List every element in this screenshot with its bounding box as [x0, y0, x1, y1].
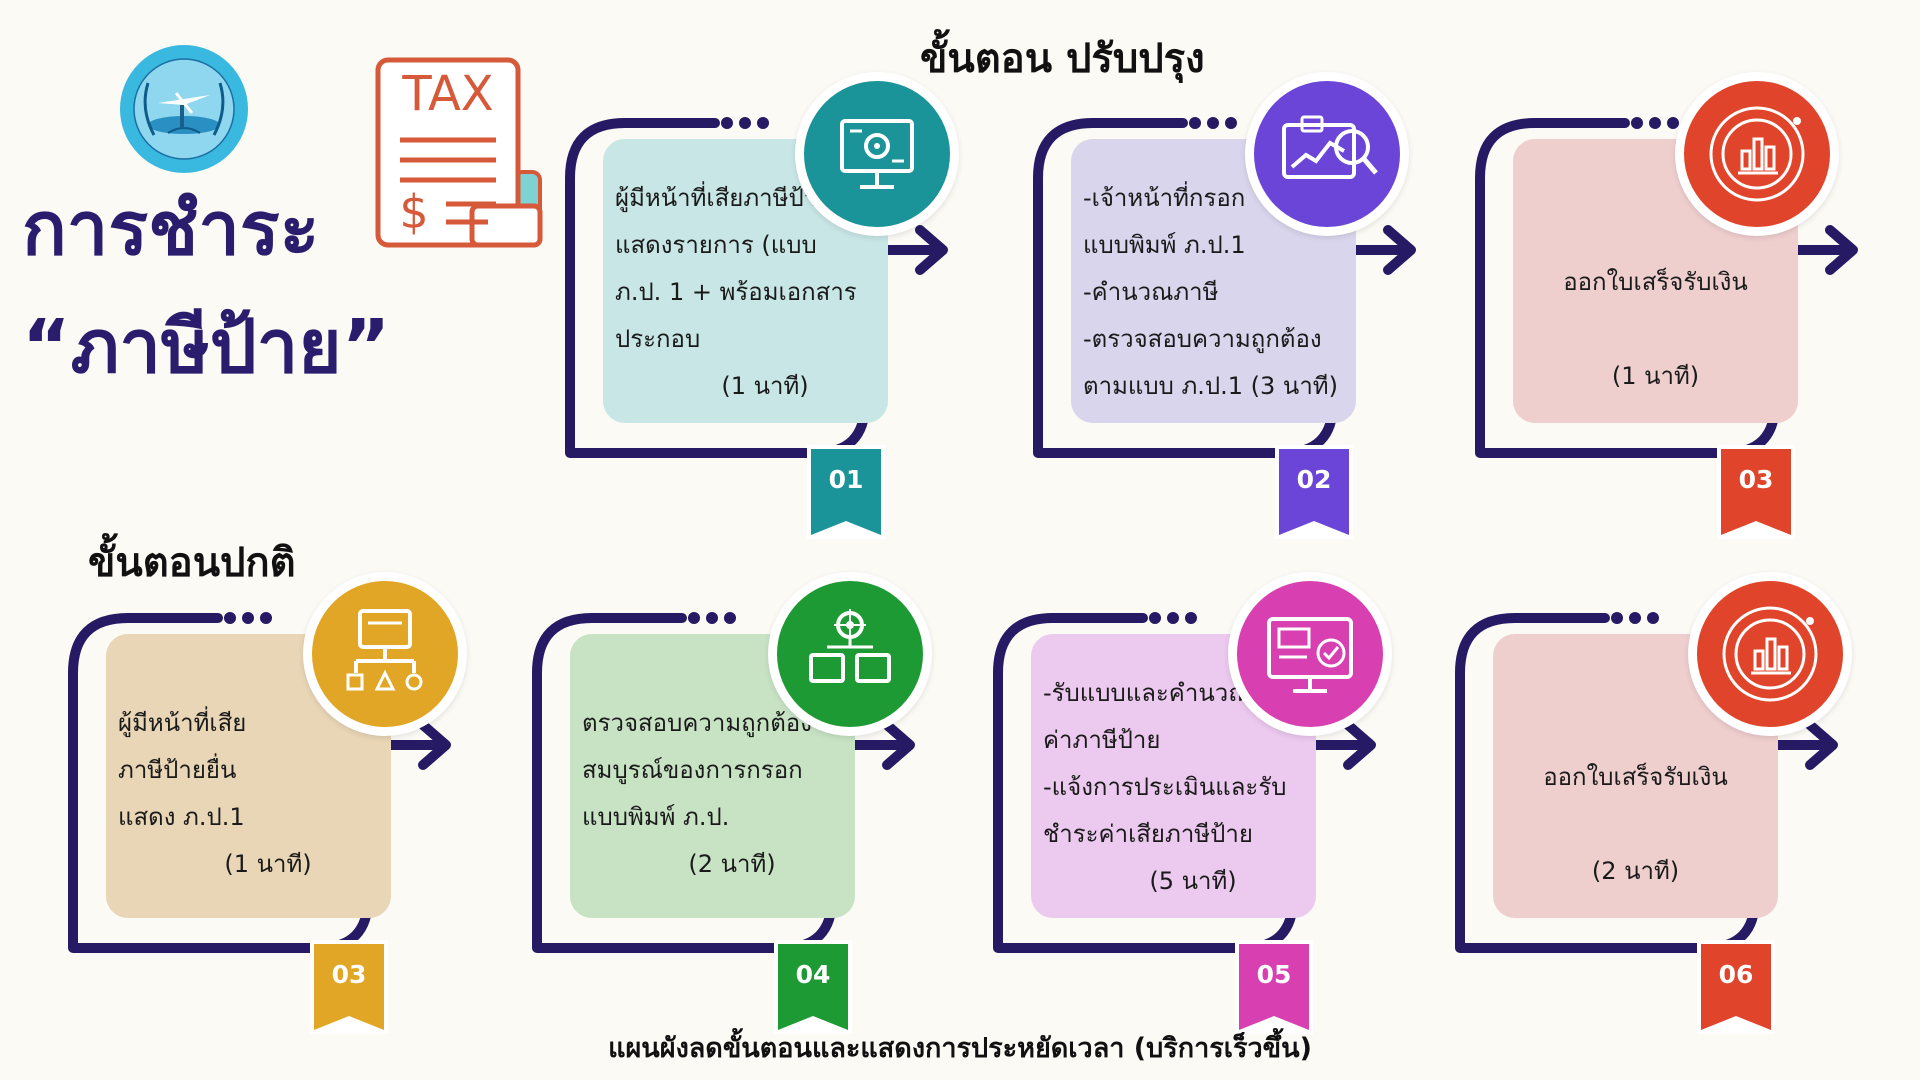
step-text-line: ออกใบเสร็จรับเงิน	[1563, 268, 1748, 296]
step-card-normal-04: ตรวจสอบความถูกต้องสมบูรณ์ของการกรอกแบบพิ…	[532, 590, 952, 1034]
step-text-line: -แจ้งการประเมินและรับ	[1043, 773, 1287, 801]
step-description: ผู้มีหน้าที่เสียภาษีป้ายยื่นแสดง ภ.ป.1 (1…	[118, 700, 418, 888]
step-number: 05	[1256, 960, 1292, 989]
step-description: -เจ้าหน้าที่กรอกแบบพิมพ์ ภ.ป.1 -คำนวณภาษี…	[1083, 175, 1383, 410]
analytics-icon	[1254, 81, 1400, 227]
step-number-badge: 02	[1275, 445, 1353, 539]
step-text-line: สมบูรณ์ของการกรอก	[582, 756, 803, 784]
step-number-badge: 03	[1717, 445, 1795, 539]
dollar-symbol: $	[399, 185, 428, 239]
step-text-line: -เจ้าหน้าที่กรอก	[1083, 184, 1246, 212]
step-icon-circle	[1228, 572, 1392, 736]
main-title-line1: การชำระ	[22, 186, 320, 272]
normal-process-heading: ขั้นตอนปกติ	[88, 540, 296, 586]
step-text-line: (1 นาที)	[224, 850, 312, 878]
step-number: 06	[1718, 960, 1754, 989]
footer-caption: แผนผังลดขั้นตอนและแสดงการประหยัดเวลา (บร…	[608, 1033, 1312, 1064]
step-icon-circle	[303, 572, 467, 736]
step-text-line: (2 นาที)	[1591, 857, 1680, 885]
step-text-line: ค่าภาษีป้าย	[1043, 726, 1161, 754]
step-number: 04	[795, 960, 831, 989]
step-text-line: (5 นาที)	[1149, 867, 1237, 895]
step-description: ออกใบเสร็จรับเงิน (1 นาที)	[1513, 235, 1798, 423]
step-number: 03	[331, 960, 367, 989]
step-text-line: ชำระค่าเสียภาษีป้าย	[1043, 820, 1253, 848]
step-card-normal-05: -รับแบบและคำนวณค่าภาษีป้าย -แจ้งการประเมิ…	[993, 590, 1413, 1034]
improved-process-heading: ขั้นตอน ปรับปรุง	[920, 36, 1205, 82]
step-text-line: แบบพิมพ์ ภ.ป.1	[1083, 231, 1246, 259]
tax-label: TAX	[401, 66, 493, 122]
step-text-line: ออกใบเสร็จรับเงิน	[1543, 763, 1728, 791]
step-text-line: ตามแบบ ภ.ป.1 (3 นาที)	[1083, 372, 1338, 400]
step-description: ผู้มีหน้าที่เสียภาษีป้ายแสดงรายการ (แบบภ…	[615, 175, 915, 410]
step-card-improved-03: ออกใบเสร็จรับเงิน (1 นาที) 03	[1475, 95, 1895, 539]
presentation-icon	[804, 81, 950, 227]
step-text-line: -รับแบบและคำนวณ	[1043, 679, 1251, 707]
step-text-line: แบบพิมพ์ ภ.ป.	[582, 803, 730, 831]
step-number-badge: 03	[310, 940, 388, 1034]
step-text-line: -ตรวจสอบความถูกต้อง	[1083, 325, 1322, 353]
step-text-line: -คำนวณภาษี	[1083, 278, 1219, 306]
step-text-line: (1 นาที)	[1611, 362, 1700, 390]
step-text-line: ภ.ป. 1 + พร้อมเอกสาร	[615, 278, 857, 306]
step-description: ตรวจสอบความถูกต้องสมบูรณ์ของการกรอกแบบพิ…	[582, 700, 882, 888]
step-icon-circle	[768, 572, 932, 736]
step-text-line: (1 นาที)	[721, 372, 809, 400]
step-number: 01	[828, 465, 864, 494]
monitor-check-icon	[1237, 581, 1383, 727]
main-title: การชำระ “ภาษีป้าย”	[22, 170, 391, 406]
step-number: 03	[1738, 465, 1774, 494]
chart-target-icon	[1697, 581, 1843, 727]
step-text-line: ประกอบ	[615, 325, 701, 353]
step-text-line: ตรวจสอบความถูกต้อง	[582, 709, 812, 737]
step-number-badge: 01	[807, 445, 885, 539]
step-description: ออกใบเสร็จรับเงิน (2 นาที)	[1493, 730, 1778, 918]
step-icon-circle	[1245, 72, 1409, 236]
step-card-normal-03: ผู้มีหน้าที่เสียภาษีป้ายยื่นแสดง ภ.ป.1 (1…	[68, 590, 488, 1034]
step-text-line: ผู้มีหน้าที่เสียภาษีป้าย	[615, 184, 832, 212]
tax-document-icon: TAX $	[372, 56, 547, 251]
step-card-improved-02: -เจ้าหน้าที่กรอกแบบพิมพ์ ภ.ป.1 -คำนวณภาษี…	[1033, 95, 1453, 539]
step-text-line: แสดงรายการ (แบบ	[615, 231, 817, 259]
chart-target-icon	[1684, 81, 1830, 227]
folder-hierarchy-icon	[312, 581, 458, 727]
organization-logo	[118, 43, 250, 175]
step-text-line: แสดง ภ.ป.1	[118, 803, 245, 831]
step-icon-circle	[795, 72, 959, 236]
step-number-badge: 04	[774, 940, 852, 1034]
step-icon-circle	[1688, 572, 1852, 736]
main-title-line2: “ภาษีป้าย”	[22, 304, 391, 390]
gear-folders-icon	[777, 581, 923, 727]
step-number: 02	[1296, 465, 1332, 494]
step-description: -รับแบบและคำนวณค่าภาษีป้าย -แจ้งการประเมิ…	[1043, 670, 1343, 905]
step-text-line: ผู้มีหน้าที่เสีย	[118, 709, 247, 737]
step-text-line: (2 นาที)	[688, 850, 776, 878]
step-icon-circle	[1675, 72, 1839, 236]
step-text-line: ภาษีป้ายยื่น	[118, 756, 237, 784]
step-number-badge: 05	[1235, 940, 1313, 1034]
step-number-badge: 06	[1697, 940, 1775, 1034]
